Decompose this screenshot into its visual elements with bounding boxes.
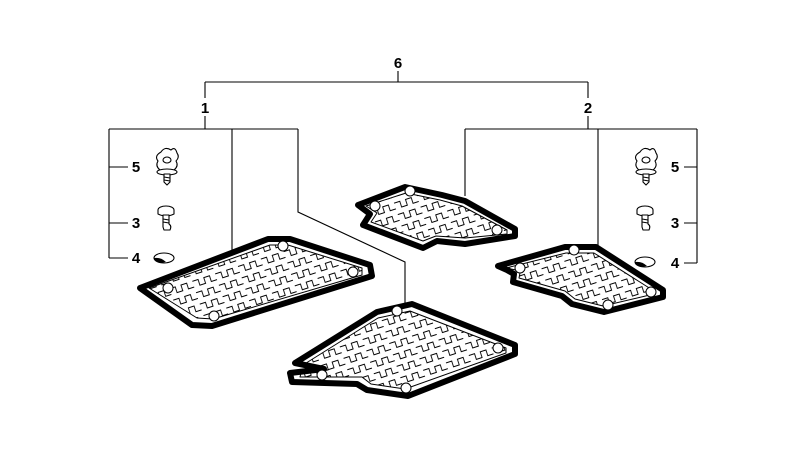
leader-front-set: [108, 116, 406, 306]
callout-front-set: 1: [201, 100, 209, 117]
leader-lines: [108, 71, 698, 306]
mat-screw-icon: [157, 205, 175, 231]
mat-screw-rear-icon: [636, 205, 654, 231]
floor-mat-front-left: [137, 236, 375, 329]
callout-cap-front: 4: [132, 250, 141, 267]
retaining-stud-icon: [156, 147, 179, 186]
leader-set: [204, 71, 589, 98]
snap-cap-icon: [153, 252, 175, 264]
callout-cap-rear: 4: [671, 255, 680, 272]
callout-screw-front: 3: [132, 215, 140, 232]
callout-screw-rear: 3: [671, 215, 679, 232]
floor-mat-rear-left: [355, 184, 518, 251]
callout-stud-rear: 5: [671, 159, 679, 176]
leader-rear-set: [464, 116, 698, 264]
snap-cap-rear-icon: [634, 256, 656, 268]
floor-mat-rear-right: [495, 244, 666, 315]
retaining-stud-rear-icon: [635, 147, 658, 186]
floor-mat-front-right: [287, 301, 518, 399]
callout-set: 6: [394, 55, 402, 72]
callout-rear-set: 2: [584, 100, 592, 117]
callout-labels: 6 1 2 5 3 4 5 3 4: [132, 55, 680, 272]
callout-stud-front: 5: [132, 159, 140, 176]
